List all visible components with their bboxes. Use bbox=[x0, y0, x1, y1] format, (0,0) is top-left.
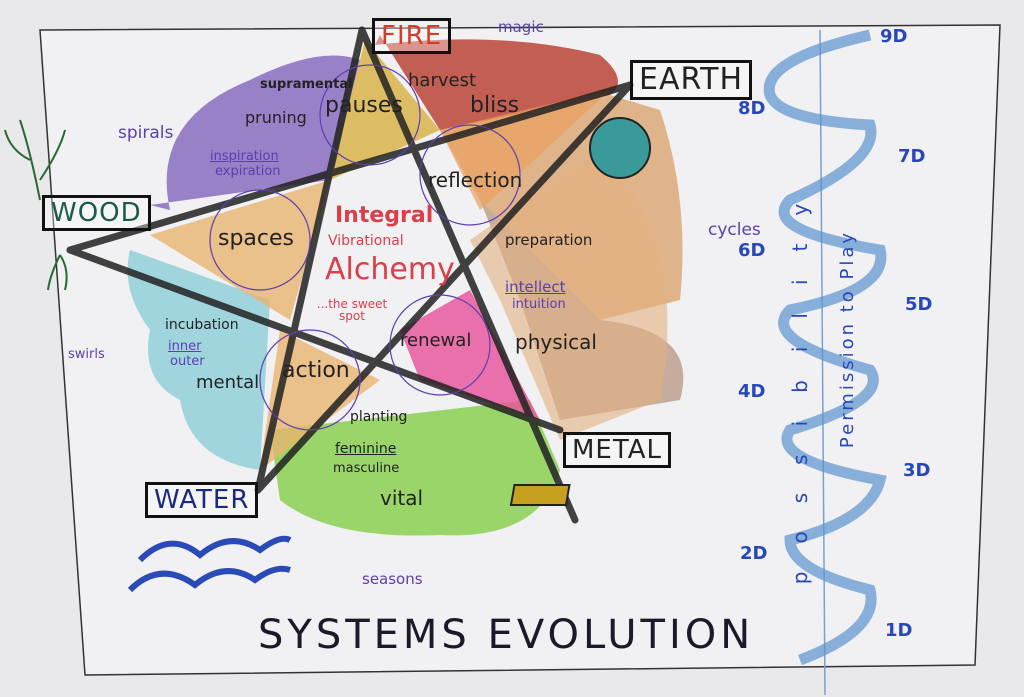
plant-icon bbox=[4, 119, 68, 291]
masculine-label: masculine bbox=[333, 461, 400, 476]
wood-label: WOOD bbox=[42, 195, 151, 231]
spirals-label: spirals bbox=[118, 123, 174, 143]
water-region bbox=[127, 250, 270, 470]
center-line3: Alchemy bbox=[325, 252, 455, 287]
renewal-region bbox=[400, 290, 540, 420]
expiration-label: expiration bbox=[215, 164, 281, 179]
level-8d: 8D bbox=[738, 98, 766, 119]
level-4d: 4D bbox=[738, 381, 766, 402]
physical-label: physical bbox=[515, 330, 597, 354]
center-line1: Integral bbox=[335, 203, 434, 228]
level-9d: 9D bbox=[880, 26, 908, 47]
wood-region bbox=[150, 55, 360, 210]
earth-globe-icon bbox=[589, 117, 651, 179]
pruning-label: pruning bbox=[245, 108, 307, 127]
center-line2: Vibrational bbox=[328, 233, 404, 249]
supramental-label: supramental bbox=[260, 77, 353, 92]
permission-to-play-text: Permission to Play bbox=[837, 229, 858, 449]
action-label: action bbox=[282, 358, 350, 383]
fire-region bbox=[375, 35, 618, 130]
inspiration-label: inspiration bbox=[210, 149, 279, 164]
spiral-helix bbox=[763, 29, 887, 666]
level-1d: 1D bbox=[885, 620, 913, 641]
metal-region bbox=[270, 400, 560, 536]
harvest-label: harvest bbox=[408, 70, 477, 91]
planting-label: planting bbox=[350, 409, 408, 425]
bliss-label: bliss bbox=[470, 93, 520, 118]
earth-label: EARTH bbox=[630, 60, 753, 100]
metal-bar-icon bbox=[509, 484, 571, 506]
vital-label: vital bbox=[380, 486, 424, 510]
renewal-label: renewal bbox=[400, 330, 472, 351]
fire-label: FIRE bbox=[372, 18, 452, 54]
seasons-label: seasons bbox=[362, 570, 423, 588]
center-line4: ...the sweet spot bbox=[316, 297, 388, 323]
mental-label: mental bbox=[196, 372, 260, 393]
reflection-label: reflection bbox=[428, 168, 523, 192]
level-5d: 5D bbox=[905, 294, 933, 315]
feminine-label: feminine bbox=[335, 441, 397, 457]
intellect-label: intellect bbox=[505, 278, 566, 296]
outer-label: outer bbox=[170, 354, 205, 369]
metal-label: METAL bbox=[563, 432, 671, 468]
level-2d: 2D bbox=[740, 543, 768, 564]
page-title: SYSTEMS EVOLUTION bbox=[258, 612, 755, 658]
pauses-label: pauses bbox=[325, 93, 403, 118]
cycles-label: cycles bbox=[708, 220, 761, 240]
water-waves-icon bbox=[127, 535, 292, 593]
level-6d: 6D bbox=[738, 240, 766, 261]
spiral-axis bbox=[819, 29, 826, 696]
level-7d: 7D bbox=[898, 146, 926, 167]
water-label: WATER bbox=[145, 482, 259, 518]
level-3d: 3D bbox=[903, 460, 931, 481]
preparation-label: preparation bbox=[505, 231, 593, 249]
spaces-label: spaces bbox=[218, 226, 295, 251]
possibility-vertical-text: possibility bbox=[788, 175, 812, 585]
incubation-label: incubation bbox=[165, 317, 239, 333]
inner-label: inner bbox=[168, 339, 202, 354]
magic-label: magic bbox=[498, 18, 544, 36]
intuition-label: intuition bbox=[512, 297, 566, 312]
swirls-label: swirls bbox=[68, 347, 105, 362]
pentagram bbox=[66, 26, 634, 524]
